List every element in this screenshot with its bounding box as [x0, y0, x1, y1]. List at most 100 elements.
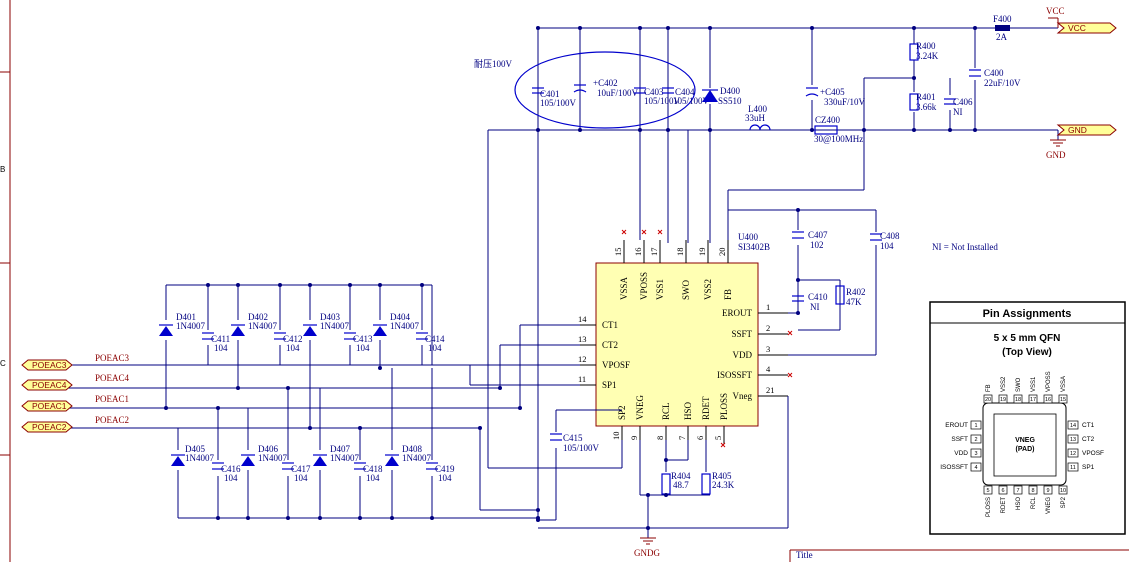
view-label: (Top View) [1002, 347, 1052, 358]
l400-val: 33uH [745, 113, 766, 123]
vcc-net-label: VCC [1046, 6, 1065, 16]
c401-val: 105/100V [540, 98, 577, 108]
zone-label-b: B [0, 165, 5, 174]
c410-ref: C410 [808, 292, 828, 302]
pa-pin-name: CT1 [1082, 422, 1095, 429]
gnd-port-label: GND [1068, 125, 1087, 135]
inductor-l400: L400 33uH [745, 104, 771, 131]
pin-name: Vneg [733, 391, 753, 401]
resistor-r402: R402 47K [835, 285, 866, 307]
pin-number: 2 [766, 323, 770, 333]
pin-number: 1 [766, 302, 770, 312]
pin-name: VPOSS [639, 272, 649, 300]
cap-ref: C419 [435, 464, 455, 474]
diode-val: 1N4007 [258, 453, 287, 463]
c400-ref: C400 [984, 68, 1004, 78]
pa-pin-num: 16 [1045, 397, 1051, 403]
c402-val: 10uF/100V [597, 88, 639, 98]
pa-pin-num: 3 [974, 451, 977, 457]
pin-assignments-panel: Pin Assignments 5 x 5 mm QFN (Top View) … [929, 301, 1126, 535]
pin-number: 6 [695, 436, 705, 440]
pin-name: SSFT [731, 329, 752, 339]
c404-ref: C404 [675, 87, 695, 97]
vcc-port[interactable]: VCC [1056, 22, 1117, 34]
u400-designator: U400 [738, 232, 758, 242]
ni-note: NI = Not Installed [932, 242, 998, 252]
ic-pin-ploss: 5 PLOSS [713, 393, 729, 444]
cap-ref: C414 [425, 334, 445, 344]
pin-number: 5 [713, 436, 723, 440]
cap-val: 104 [428, 343, 442, 353]
capacitor-c406: C406 NI [944, 97, 973, 117]
pa-pin-num: 17 [1030, 397, 1036, 403]
pin-number: 9 [629, 436, 639, 440]
diode-val: 1N4007 [248, 321, 277, 331]
zone-label-c: C [0, 359, 6, 368]
f400-ref: F400 [993, 14, 1012, 24]
r400-val: 3.24K [916, 51, 939, 61]
cap-val: 104 [224, 473, 238, 483]
pin-name: VNEG [635, 395, 645, 420]
diode-ref: D404 [390, 312, 410, 322]
pa-pin-name: SP1 [1082, 464, 1095, 471]
diode-val: 1N4007 [185, 453, 214, 463]
pad-name: VNEG [1015, 437, 1035, 444]
pin-number: 4 [766, 364, 771, 374]
c415-val: 105/100V [563, 443, 600, 453]
c410-val: NI [810, 302, 820, 312]
pin-number: 21 [766, 385, 775, 395]
c406-ref: C406 [953, 97, 973, 107]
pin-name: PLOSS [719, 393, 729, 420]
pin-name: SP1 [602, 380, 617, 390]
r400-ref: R400 [916, 41, 936, 51]
pa-pin-name: VPOSF [1082, 450, 1104, 457]
c406-val: NI [953, 107, 963, 117]
c402-ref: +C402 [593, 78, 618, 88]
gnd-port[interactable]: GND [1056, 124, 1117, 136]
c404-val: 105/100V [673, 96, 710, 106]
resistor-r400: R400 3.24K [909, 41, 939, 61]
c407-val: 102 [810, 240, 824, 250]
capacitor-c403: C403 105/100V [634, 87, 681, 106]
r404-val: 48.7 [673, 480, 689, 490]
cap-val: 104 [438, 473, 452, 483]
gnd-net-label: GND [1046, 150, 1066, 160]
pin-number: 15 [613, 248, 623, 257]
pin-number: 3 [766, 344, 770, 354]
pin-number: 7 [677, 436, 687, 440]
resistor-r405: R405 24.3K [701, 471, 735, 495]
ic-wires [538, 209, 877, 529]
resistor-r404: R404 48.7 [661, 471, 691, 495]
pa-pin-num: 20 [985, 397, 991, 403]
pa-pin-name: HSO [1016, 497, 1022, 510]
cap-val: 104 [294, 473, 308, 483]
capacitor-c401: C401 105/100V [532, 87, 577, 108]
pa-pin-num: 12 [1070, 451, 1076, 457]
cz400-val: 30@100MHz [814, 134, 863, 144]
pa-pin-name: SWO [1016, 377, 1022, 392]
diode-val: 1N4007 [320, 321, 349, 331]
